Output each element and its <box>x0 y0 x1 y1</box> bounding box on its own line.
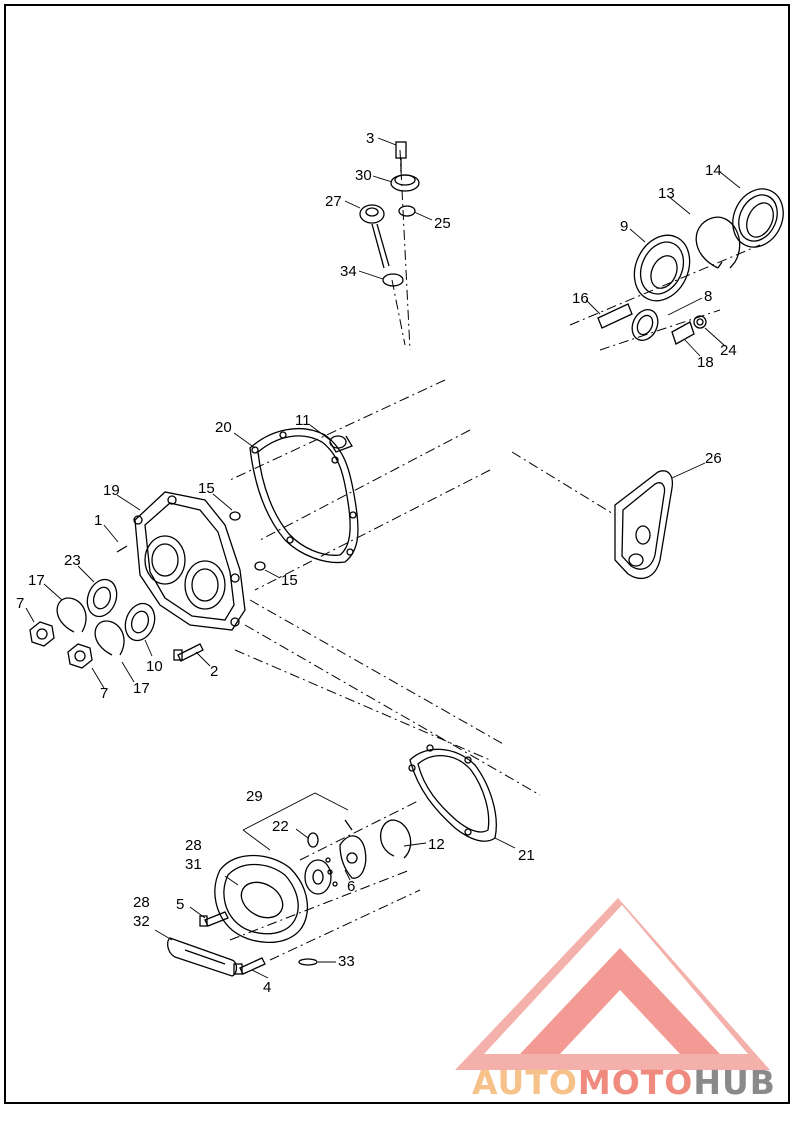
callout-30: 30 <box>355 167 372 184</box>
part-retaining-ring-17-upper <box>56 597 87 633</box>
callout-27: 27 <box>325 193 342 210</box>
part-sleeve-18 <box>671 321 695 345</box>
callout-34: 34 <box>340 263 357 280</box>
callout-14: 14 <box>705 162 722 179</box>
callout-3: 3 <box>366 130 374 147</box>
part-screw-4 <box>233 957 266 975</box>
callout-6: 6 <box>347 878 355 895</box>
callout-7-upper: 7 <box>16 595 24 612</box>
watermark-part3: HUB <box>693 1063 776 1102</box>
part-gasket-21 <box>408 744 497 842</box>
callout-17-lower: 17 <box>133 680 150 697</box>
callout-7-lower: 7 <box>100 685 108 702</box>
part-bearing-9 <box>633 234 691 302</box>
callout-16: 16 <box>572 290 589 307</box>
callout-32: 32 <box>133 913 150 930</box>
part-oring-33 <box>298 958 318 966</box>
callout-20: 20 <box>215 419 232 436</box>
watermark-part1: AUTO <box>472 1063 578 1102</box>
part-bearing-10 <box>124 602 156 642</box>
callout-5: 5 <box>176 896 184 913</box>
watermark-logo: AUTOMOTOHUB <box>455 898 776 1102</box>
callout-1: 1 <box>94 512 102 529</box>
callout-4: 4 <box>263 979 271 996</box>
alignment-lines <box>229 149 761 961</box>
callout-22: 22 <box>272 818 289 835</box>
part-shaft-16 <box>597 303 633 329</box>
callout-13: 13 <box>658 185 675 202</box>
callout-8: 8 <box>704 288 712 305</box>
part-dowel-15-upper <box>229 511 241 521</box>
part-cover-31 <box>214 854 309 944</box>
part-seal-14 <box>732 188 784 248</box>
callout-21: 21 <box>518 847 535 864</box>
callout-29: 29 <box>246 788 263 805</box>
callout-24: 24 <box>720 342 737 359</box>
part-dots <box>325 857 338 887</box>
watermark-text: AUTOMOTOHUB <box>472 1063 776 1102</box>
part-retaining-ring-17-lower <box>94 620 125 656</box>
watermark-part2: MOTO <box>578 1063 693 1102</box>
part-oring-25 <box>398 205 416 217</box>
callout-28-upper: 28 <box>185 837 202 854</box>
callout-15-upper: 15 <box>198 480 215 497</box>
part-nut-7-upper <box>29 621 55 647</box>
leader-lines <box>25 137 741 979</box>
part-clip-22 <box>307 832 319 848</box>
part-cap-30 <box>390 174 420 192</box>
page-border <box>4 4 790 1104</box>
callout-10: 10 <box>146 658 163 675</box>
callout-31: 31 <box>185 856 202 873</box>
part-nut-7-lower <box>67 643 93 669</box>
part-nut-24 <box>693 315 707 329</box>
callout-28-lower: 28 <box>133 894 150 911</box>
part-screw-3 <box>395 141 407 172</box>
part-housing-19 <box>133 491 246 631</box>
callout-labels: 3 30 27 25 34 14 13 9 16 8 24 18 20 11 2… <box>16 130 737 996</box>
part-plate-32 <box>167 937 238 977</box>
part-gasket-20 <box>249 428 359 564</box>
part-screw-5 <box>199 911 229 927</box>
part-washer-31-sub <box>304 859 332 895</box>
callout-17-upper: 17 <box>28 572 45 589</box>
part-gasket-26 <box>614 470 674 580</box>
part-bearing-23 <box>86 578 118 618</box>
callout-9: 9 <box>620 218 628 235</box>
part-bolt-2 <box>173 643 204 662</box>
part-dowel-15-lower <box>254 561 266 571</box>
callout-25: 25 <box>434 215 451 232</box>
part-bearing-8 <box>631 308 659 342</box>
part-retaining-ring-13 <box>695 216 741 269</box>
part-pin-1 <box>116 545 128 553</box>
callout-33: 33 <box>338 953 355 970</box>
callout-2: 2 <box>210 663 218 680</box>
part-cam-6 <box>339 819 367 879</box>
callout-11: 11 <box>295 412 311 429</box>
callout-18: 18 <box>697 354 714 371</box>
part-bracket-29-leader <box>242 792 349 851</box>
part-dowel-11 <box>329 435 353 453</box>
callout-23: 23 <box>64 552 81 569</box>
callout-15-lower: 15 <box>281 572 298 589</box>
part-oring-34 <box>382 273 404 287</box>
callout-19: 19 <box>103 482 120 499</box>
callout-12: 12 <box>428 836 445 853</box>
callout-26: 26 <box>705 450 722 467</box>
part-dipstick-27 <box>359 204 390 269</box>
part-retaining-ring-12 <box>379 819 412 859</box>
